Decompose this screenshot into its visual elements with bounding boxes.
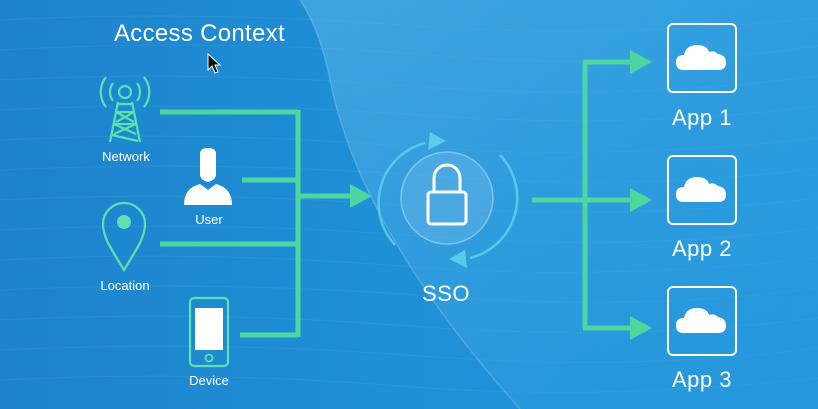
network-label: Network	[102, 149, 150, 164]
location-label: Location	[100, 278, 150, 293]
app-3-label: App 3	[672, 367, 732, 392]
sso-sync-arrows-icon	[377, 141, 519, 260]
user-icon	[184, 148, 232, 205]
device-phone-icon	[188, 296, 230, 368]
sso-label: SSO	[422, 281, 470, 306]
app-2-cloud-icon	[667, 155, 737, 225]
location-pin-icon	[101, 201, 147, 273]
mouse-cursor-icon	[207, 52, 222, 74]
user-label: User	[195, 212, 223, 227]
location-pin-dot	[117, 215, 131, 229]
padlock-icon	[426, 163, 468, 226]
sso-ring	[400, 151, 494, 245]
app-1-label: App 1	[672, 105, 732, 130]
network-tower-icon	[99, 76, 151, 143]
app-1-cloud-icon	[667, 23, 737, 93]
arrowhead-app-2	[630, 188, 652, 212]
arrowhead-app-3	[630, 316, 652, 340]
app-2-label: App 2	[672, 236, 732, 261]
diagram-title: Access Context	[114, 20, 285, 47]
arrowhead-app-1	[630, 50, 652, 74]
arrowhead-sso	[350, 184, 372, 208]
device-label: Device	[189, 373, 229, 388]
app-3-cloud-icon	[667, 286, 737, 356]
